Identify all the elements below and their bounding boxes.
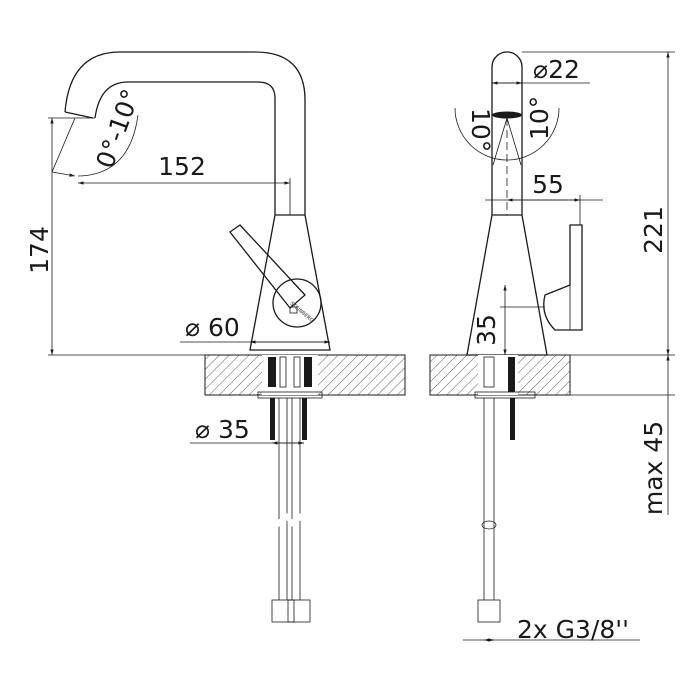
aerator [492, 111, 522, 119]
connector-nut [477, 599, 501, 623]
handle-side [543, 224, 583, 331]
logo-mark [289, 306, 298, 314]
dim-max-45: max 45 [639, 421, 668, 515]
dim-35: 35 [472, 314, 501, 346]
dim-221: 221 [639, 206, 668, 254]
lever [229, 224, 306, 309]
threaded-rod [270, 398, 275, 440]
dim-connection: 2x G3/8'' [517, 615, 629, 644]
spout-inner [94, 81, 276, 215]
body [249, 214, 331, 351]
mounting-plate [257, 391, 323, 399]
dim-tilt-right: 10° [525, 96, 554, 140]
dim-55: 55 [532, 170, 564, 199]
front-view: STEINBERG 174 152 0°-10° ⌀ 60 [25, 51, 406, 623]
side-view: 10° 10° 221 max 45 ⌀22 55 35 2x G3/8'' [429, 51, 675, 644]
dim-tilt-left: 10° [466, 108, 495, 152]
spout-side [491, 51, 523, 215]
dim-spout-diameter: ⌀22 [533, 55, 580, 84]
logo: STEINBERG [289, 301, 315, 324]
dim-152: 152 [158, 152, 206, 181]
aerator-edge [64, 111, 94, 119]
dim-hose-diameter: ⌀ 35 [195, 415, 250, 444]
dim-174: 174 [25, 226, 54, 274]
lever-hub [272, 278, 322, 328]
dim-base-diameter: ⌀ 60 [185, 313, 240, 342]
spout-outer [64, 51, 306, 215]
supply-hoses [271, 398, 311, 623]
dim-tilt: 0°-10° [90, 85, 145, 172]
